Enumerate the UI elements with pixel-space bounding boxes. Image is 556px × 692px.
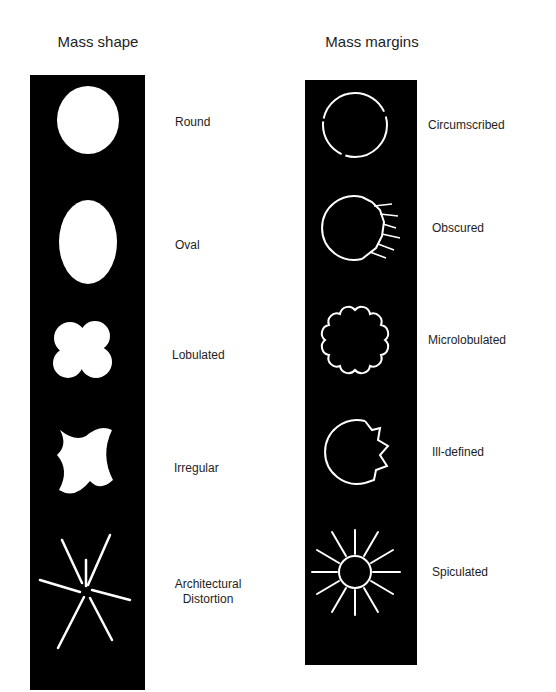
oval-mass — [59, 200, 117, 284]
shape-label: Architectural Distortion — [158, 577, 258, 607]
margin-label: Ill-defined — [432, 445, 550, 460]
margin-label: Obscured — [432, 221, 550, 236]
margin-label: Spiculated — [432, 565, 550, 580]
circumscribed-margin — [323, 93, 387, 157]
round-mass — [57, 86, 119, 154]
column-heading: Mass shape — [28, 33, 168, 52]
margin-label: Microlobulated — [428, 333, 550, 348]
shape-label: Irregular — [174, 461, 284, 476]
shape-label: Round — [175, 115, 285, 130]
shape-label: Oval — [175, 238, 285, 253]
column-heading: Mass margins — [302, 33, 442, 52]
architectural-distortion — [40, 535, 130, 648]
shape-label: Lobulated — [172, 348, 282, 363]
lobulated-mass — [53, 321, 112, 378]
ill-defined-margin — [325, 420, 388, 484]
spiculated-margin — [312, 530, 400, 615]
irregular-mass — [57, 428, 113, 493]
shape-panel — [30, 75, 145, 690]
obscured-margin — [322, 196, 400, 260]
margin-label: Circumscribed — [428, 118, 550, 133]
microlobulated-margin — [322, 307, 388, 373]
margin-panel — [305, 80, 417, 665]
